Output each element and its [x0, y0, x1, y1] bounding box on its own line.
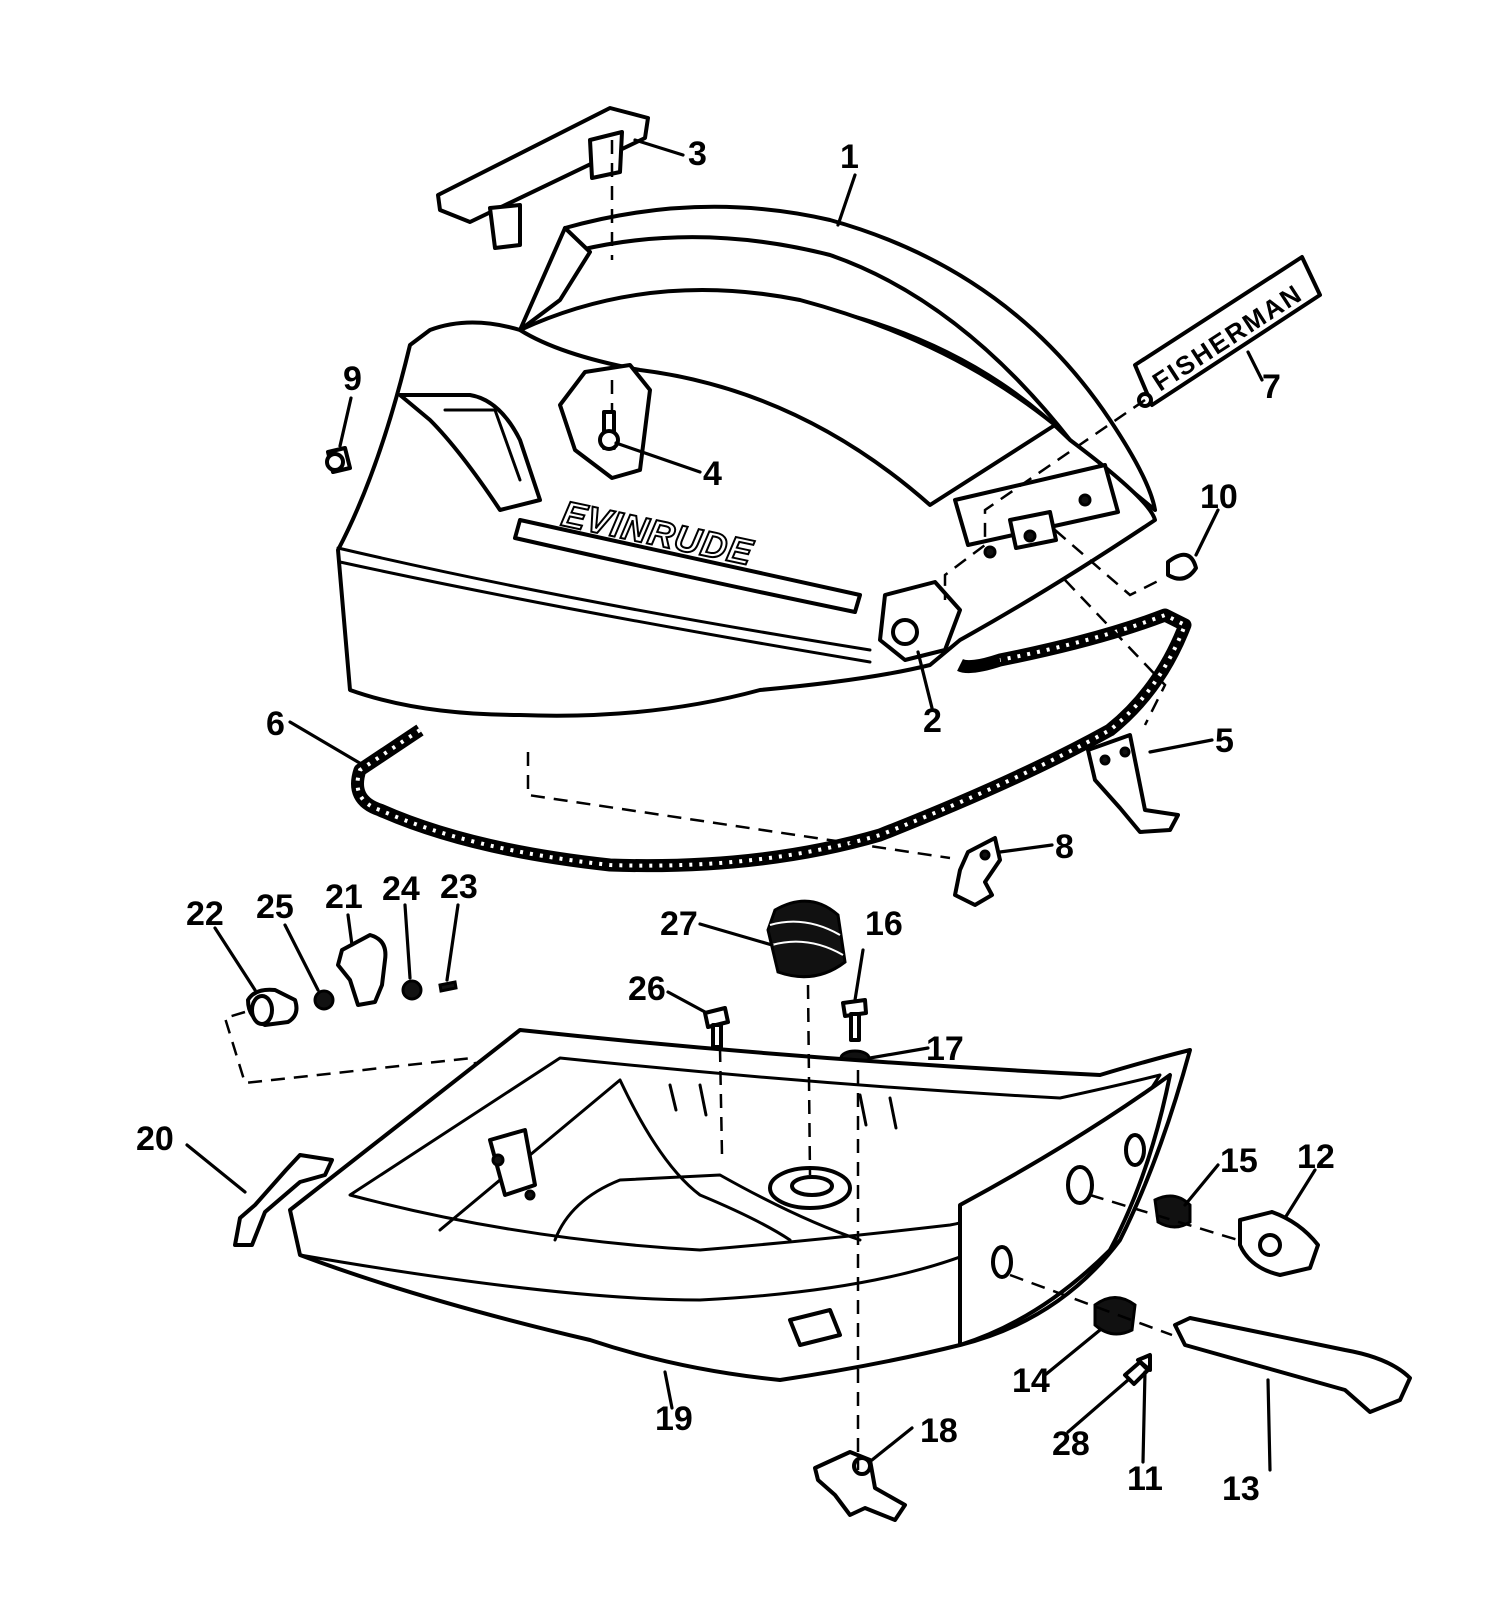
callout-15: 15: [1220, 1142, 1258, 1180]
part-10-plug: [1166, 552, 1198, 581]
callout-numbers: 1 2 3 4 5 6 7 8 9 10 11 12 13 14 15 16 1…: [136, 135, 1335, 1508]
part-19-lower-pan: [288, 1028, 1192, 1382]
callout-7: 7: [1262, 368, 1281, 406]
callout-14: 14: [1012, 1362, 1050, 1400]
part-13-handle: [1173, 1316, 1412, 1414]
part-8-clip: [953, 836, 1002, 907]
part-27-grommet: [766, 899, 847, 979]
callout-10: 10: [1200, 478, 1238, 516]
callout-19: 19: [655, 1400, 693, 1438]
callout-8: 8: [1055, 828, 1074, 866]
callout-16: 16: [865, 905, 903, 943]
callout-27: 27: [660, 905, 698, 943]
callout-25: 25: [256, 888, 294, 926]
callout-3: 3: [688, 135, 707, 173]
part-14-grommet: [1093, 1296, 1137, 1336]
part-18-fuel-connector: [813, 1450, 907, 1522]
parts-22-to-25-hardware: [223, 933, 510, 1121]
part-3-handle-cap: [436, 106, 650, 250]
callout-21: 21: [325, 878, 363, 916]
part-15-grommet: [1153, 1194, 1192, 1229]
assembly-lines: [526, 140, 1239, 1470]
upper-motor-cover: EVINRUDE: [336, 204, 1157, 718]
callout-2: 2: [923, 702, 942, 740]
callout-22: 22: [186, 895, 224, 933]
callout-6: 6: [266, 705, 285, 743]
part-9-screw: [325, 446, 352, 474]
callout-17: 17: [926, 1030, 964, 1068]
part-12-knob-housing: [1238, 1210, 1320, 1277]
part-16-bolt: [841, 998, 868, 1042]
part-7-fisherman-badge: FISHERMAN: [1133, 255, 1322, 408]
part-20-lever: [233, 1153, 334, 1247]
callout-18: 18: [920, 1412, 958, 1450]
callout-26: 26: [628, 970, 666, 1008]
leader-lines: [185, 138, 1317, 1472]
part-5-latch-bracket: [1086, 733, 1180, 834]
callout-1: 1: [840, 138, 859, 176]
callout-23: 23: [440, 868, 478, 906]
callout-9: 9: [343, 360, 362, 398]
callout-24: 24: [382, 870, 420, 908]
part-6-seal: [351, 608, 1192, 873]
part-26-screw: [703, 1006, 730, 1049]
callout-11: 11: [1127, 1460, 1163, 1498]
callout-13: 13: [1222, 1470, 1260, 1508]
part-4-stud: [598, 410, 620, 451]
callout-12: 12: [1297, 1138, 1335, 1176]
callout-4: 4: [703, 455, 722, 493]
part-11-pin: [1136, 1353, 1152, 1372]
badge-text: FISHERMAN: [1147, 278, 1308, 397]
callout-5: 5: [1215, 722, 1234, 760]
callout-28: 28: [1052, 1425, 1090, 1463]
callout-20: 20: [136, 1120, 174, 1158]
